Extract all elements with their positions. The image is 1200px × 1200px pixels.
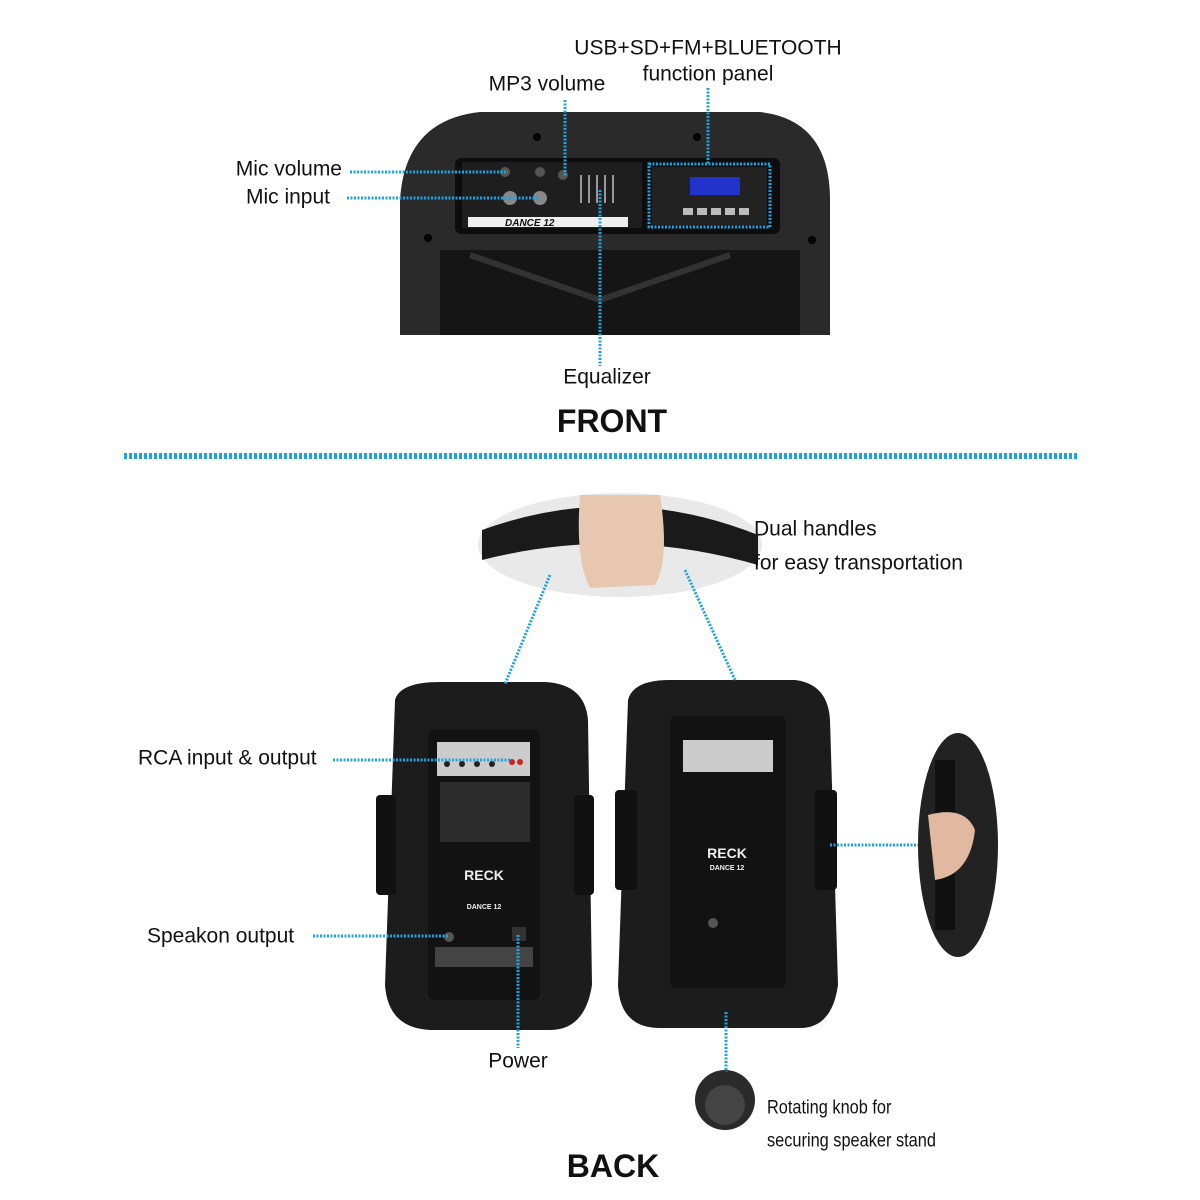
knob-closeup-image <box>695 1070 755 1130</box>
function-panel-label-line1: USB+SD+FM+BLUETOOTH <box>574 36 842 60</box>
front-model-text: DANCE 12 <box>505 218 555 229</box>
rca-jacks <box>444 759 523 767</box>
power-label: Power <box>488 1049 548 1073</box>
rca-label: RCA input & output <box>138 746 317 770</box>
front-speaker-image: DANCE 12 <box>400 112 830 335</box>
back-speaker-passive-image: RECK DANCE 12 <box>615 680 838 1028</box>
side-handle-closeup-image <box>918 733 998 957</box>
mp3-volume-label: MP3 volume <box>488 72 606 96</box>
function-panel-label-line2: function panel <box>642 62 774 86</box>
handles-label-line2: for easy transportation <box>754 551 963 575</box>
rear-model-text: DANCE 12 <box>467 904 502 911</box>
equalizer-label: Equalizer <box>563 365 651 389</box>
knob-label-line1: Rotating knob for <box>767 1097 892 1119</box>
back-speaker-amp-image: RECK DANCE 12 <box>376 682 594 1030</box>
handles-label-line1: Dual handles <box>754 517 877 541</box>
mic-input-label: Mic input <box>245 185 330 209</box>
rear-brand-logo: RECK <box>464 867 504 883</box>
rear-brand-logo-2: RECK <box>707 845 747 861</box>
back-heading: BACK <box>566 1148 660 1184</box>
handle-closeup-image <box>478 493 762 597</box>
speakon-label: Speakon output <box>147 924 295 948</box>
rear-model-text-2: DANCE 12 <box>710 865 745 872</box>
mic-volume-label: Mic volume <box>235 157 342 181</box>
front-callout-lines <box>347 88 772 366</box>
knob-label-line2: securing speaker stand <box>767 1130 936 1152</box>
back-callout-lines <box>313 569 918 1072</box>
front-heading: FRONT <box>556 403 668 439</box>
